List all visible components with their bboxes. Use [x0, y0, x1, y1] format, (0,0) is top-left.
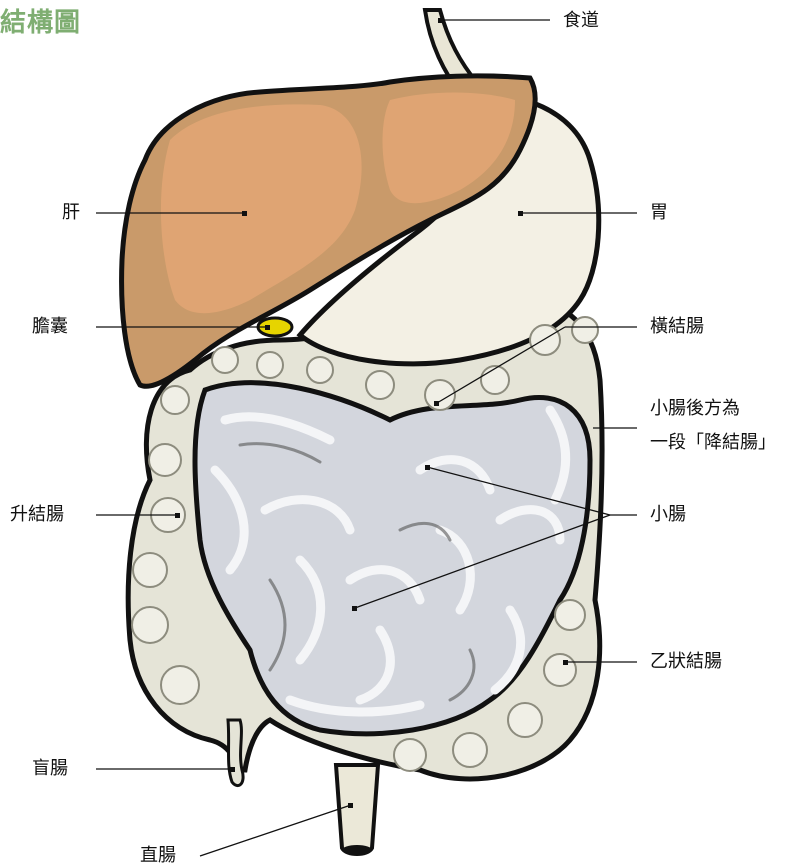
- label-descending-colon-line1: 小腸後方為: [650, 398, 740, 420]
- label-sigmoid-colon: 乙狀結腸: [650, 651, 722, 673]
- liver-right-lobe-highlight: [161, 104, 362, 313]
- label-liver: 肝: [62, 202, 80, 224]
- label-stomach: 胃: [650, 202, 668, 224]
- label-esophagus: 食道: [563, 10, 599, 32]
- rectum-shape: [336, 765, 378, 854]
- label-rectum: 直腸: [140, 845, 176, 867]
- label-cecum: 盲腸: [32, 758, 68, 780]
- label-gallbladder: 膽囊: [32, 316, 68, 338]
- label-descending-colon-line2: 一段「降結腸」: [650, 432, 776, 454]
- label-small-intestine: 小腸: [650, 504, 686, 526]
- anus-shape: [342, 845, 372, 855]
- appendix-shape: [228, 720, 243, 786]
- label-ascending-colon: 升結腸: [10, 504, 64, 526]
- label-transverse-colon: 橫結腸: [650, 316, 704, 338]
